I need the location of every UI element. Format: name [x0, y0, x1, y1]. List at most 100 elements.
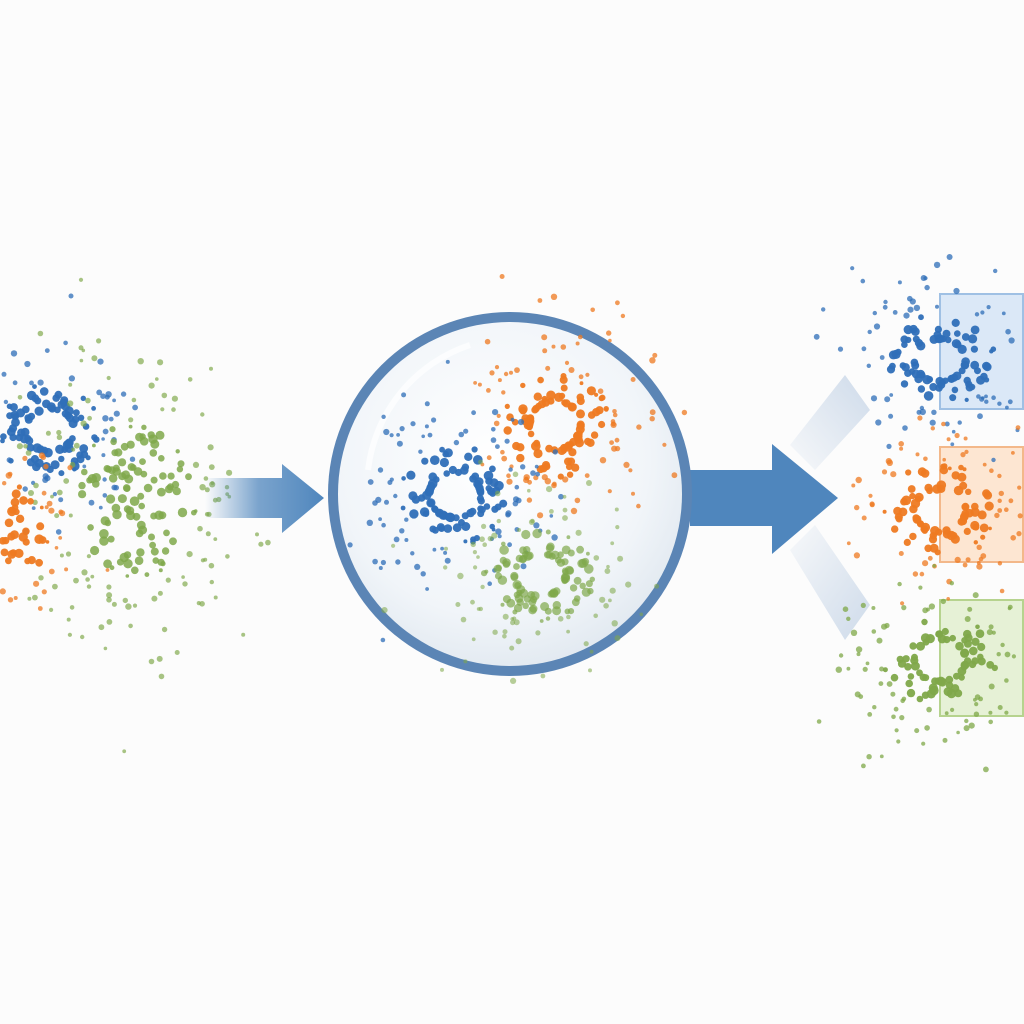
data-point	[521, 529, 531, 540]
data-point	[139, 437, 149, 446]
data-point	[953, 672, 960, 680]
data-point	[448, 465, 457, 475]
data-point	[945, 681, 954, 689]
data-point	[500, 602, 505, 607]
data-point	[961, 502, 970, 511]
data-point	[383, 428, 390, 436]
input-cluster-orange	[0, 452, 110, 611]
data-point	[136, 548, 145, 557]
data-point	[129, 496, 140, 507]
data-point	[205, 531, 211, 537]
data-point	[652, 352, 658, 358]
data-point	[860, 278, 866, 284]
data-point	[177, 507, 188, 518]
data-point	[502, 613, 509, 620]
data-point	[486, 388, 491, 393]
data-point	[445, 359, 450, 364]
data-point	[879, 666, 885, 672]
data-point	[88, 499, 95, 506]
data-point	[548, 589, 557, 598]
data-point	[944, 711, 949, 716]
data-point	[902, 425, 908, 431]
data-point	[866, 754, 872, 760]
data-point	[33, 482, 39, 489]
data-point	[974, 312, 980, 317]
data-point	[171, 407, 176, 412]
data-point	[36, 522, 45, 531]
data-point	[108, 416, 114, 422]
data-point	[950, 532, 958, 540]
data-point	[477, 382, 482, 387]
data-point	[929, 543, 939, 553]
data-point	[597, 388, 604, 395]
data-point	[495, 444, 500, 449]
data-point	[590, 431, 599, 439]
data-point	[576, 409, 585, 419]
data-point	[535, 630, 541, 636]
data-point	[443, 470, 451, 477]
data-point	[973, 711, 980, 717]
data-point	[129, 456, 136, 462]
data-point	[546, 486, 553, 493]
data-point	[997, 561, 1003, 566]
data-point	[507, 542, 512, 548]
data-point	[524, 419, 534, 429]
data-point	[562, 507, 568, 513]
data-point	[90, 545, 100, 556]
data-point	[959, 481, 968, 490]
data-point	[631, 491, 635, 496]
data-point	[444, 546, 448, 551]
data-point	[593, 613, 598, 619]
data-point	[150, 547, 159, 556]
data-point	[491, 527, 496, 532]
data-point	[909, 532, 917, 541]
data-point	[87, 524, 94, 531]
data-point	[66, 617, 71, 622]
data-point	[892, 310, 898, 315]
input-cluster-blue	[0, 293, 139, 535]
data-point	[22, 486, 28, 492]
data-point	[58, 536, 63, 540]
data-point	[470, 541, 476, 548]
data-point	[0, 588, 6, 595]
data-point	[890, 471, 897, 478]
data-point	[561, 567, 569, 575]
data-point	[923, 391, 934, 401]
data-point	[112, 467, 121, 476]
data-point	[838, 653, 844, 658]
data-point	[855, 646, 863, 653]
data-point	[567, 549, 575, 557]
data-point	[881, 623, 888, 630]
data-point	[167, 472, 175, 480]
data-point	[489, 370, 495, 376]
data-point	[103, 559, 112, 569]
data-point	[649, 357, 656, 364]
data-point	[175, 449, 180, 454]
data-point	[1010, 535, 1016, 541]
data-point	[561, 574, 570, 582]
data-point	[22, 527, 30, 536]
data-point	[510, 617, 515, 621]
data-point	[120, 391, 127, 397]
data-point	[954, 330, 961, 337]
data-point	[68, 375, 75, 382]
data-point	[963, 639, 972, 648]
data-point	[265, 539, 271, 546]
data-point	[148, 382, 155, 389]
data-point	[970, 360, 980, 370]
data-point	[443, 550, 448, 555]
data-point	[943, 636, 951, 644]
data-point	[965, 557, 971, 563]
data-point	[1008, 498, 1014, 504]
data-point	[125, 603, 132, 610]
data-point	[931, 677, 939, 685]
data-point	[860, 602, 866, 609]
data-point	[976, 561, 981, 565]
data-point	[4, 518, 14, 528]
data-point	[13, 508, 20, 516]
data-point	[1005, 328, 1011, 335]
data-point	[933, 261, 941, 269]
data-point	[91, 355, 98, 362]
data-point	[560, 384, 568, 392]
data-point	[974, 702, 979, 707]
